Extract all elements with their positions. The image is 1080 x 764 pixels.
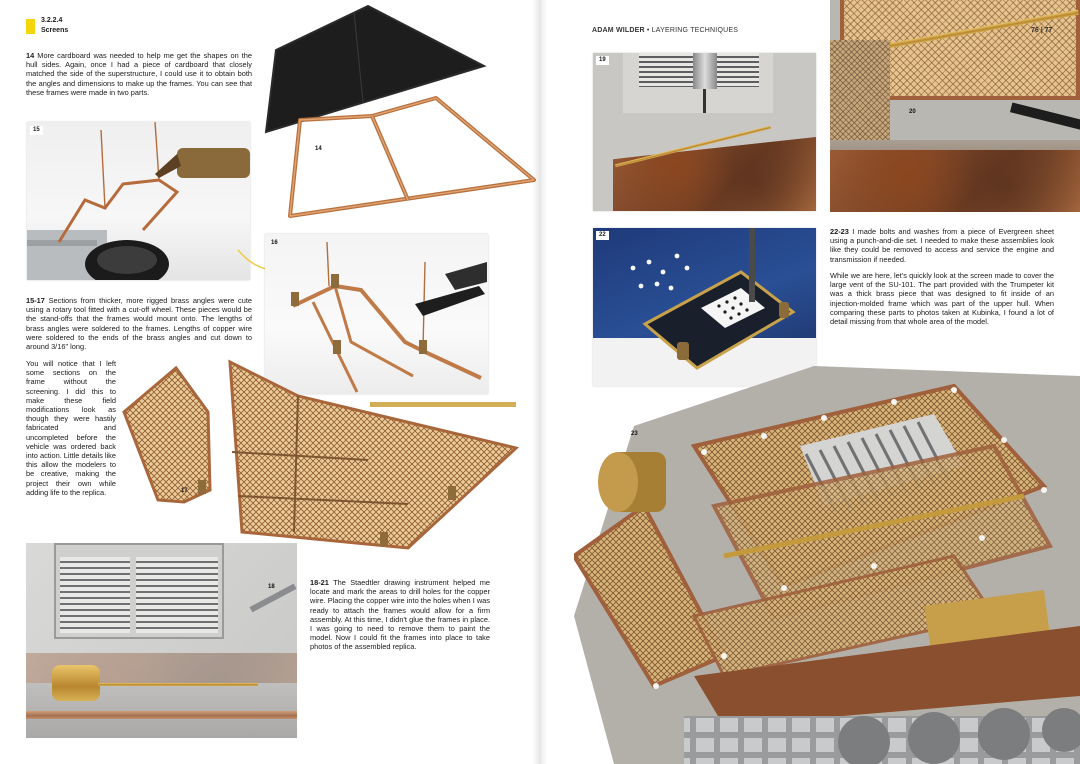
paragraph-field-modifications: You will notice that I left some section… — [26, 359, 116, 497]
page-folio: 76 | 77 — [1031, 27, 1053, 34]
section-color-marker — [26, 19, 35, 34]
photo-22-label: 22 — [596, 231, 609, 240]
soldering-image — [27, 122, 250, 280]
assembled-replica-image — [574, 366, 1080, 764]
paragraph-vent-screen: While we are here, let's quickly look at… — [830, 271, 1054, 327]
photo-23: 23 — [574, 356, 1080, 764]
page-gutter — [532, 0, 548, 764]
photo-16-label: 16 — [271, 240, 278, 246]
photo-20: 20 — [830, 0, 1080, 212]
section-title: Screens — [41, 27, 69, 34]
photo-18: 18 — [26, 543, 297, 738]
section-number: 3.2.2.4 — [41, 17, 63, 24]
photo-17: 17 — [118, 356, 528, 552]
photo-15-label: 15 — [30, 126, 43, 135]
photo-18-label: 18 — [268, 584, 275, 590]
photo-14-label: 14 — [315, 146, 322, 152]
photo-19: 19 — [593, 53, 816, 211]
running-head: ADAM WILDER • LAYERING TECHNIQUES — [592, 27, 739, 34]
photo-23-label: 23 — [631, 431, 638, 437]
photo-15: 15 — [27, 122, 250, 280]
photo-16: 16 — [265, 234, 488, 394]
right-page: ADAM WILDER • LAYERING TECHNIQUES 20 76 … — [540, 0, 1080, 764]
paragraph-14: 14 More cardboard was needed to help me … — [26, 51, 252, 97]
paragraph-22-23: 22-23 I made bolts and washes from a pie… — [830, 227, 1054, 264]
left-page: 3.2.2.4 Screens 14 More cardboard was ne… — [26, 4, 540, 738]
photo-19-label: 19 — [596, 56, 609, 65]
paragraph-18-21: 18-21 The Staedtler drawing instrument h… — [310, 578, 490, 652]
paragraph-15-17: 15-17 Sections from thicker, more rigged… — [26, 296, 252, 352]
frame-standoffs-image — [291, 241, 487, 393]
cardboard-and-frame-image — [264, 4, 536, 218]
photo-14: 14 — [258, 4, 540, 226]
photo-17-label: 17 — [181, 488, 188, 494]
photo-20-label: 20 — [909, 109, 916, 115]
screened-frames-image — [122, 359, 520, 550]
